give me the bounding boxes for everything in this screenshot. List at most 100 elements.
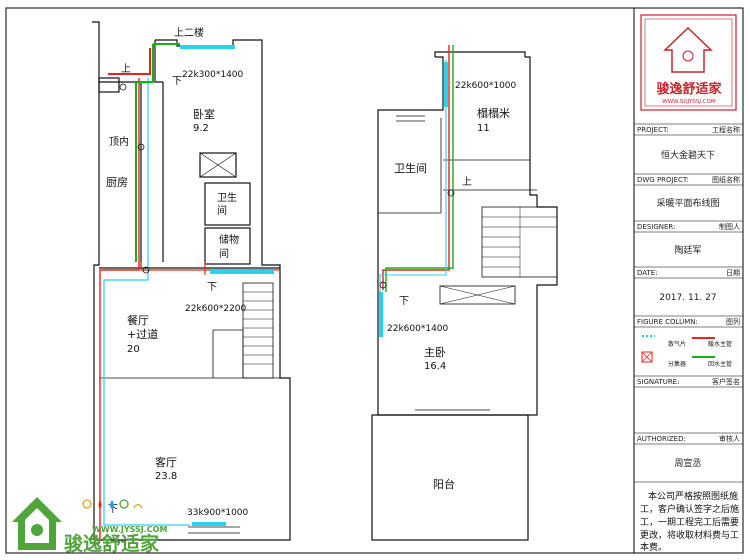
radiator-bedroom-label: 22k300*1400 [182, 70, 244, 80]
wall-pier [98, 77, 120, 93]
figure-label: FIGURE COLUMN: [637, 318, 698, 326]
room-dining-1: 餐厅 [127, 313, 149, 327]
signature-cn: 客户签名 [712, 377, 740, 386]
riser-marker [137, 143, 145, 151]
radiator-pipe [379, 60, 447, 300]
note-line-1: 本公司严格按照图纸施 [648, 490, 738, 502]
auth-cn: 审核人 [719, 434, 740, 443]
right-pipes [379, 45, 455, 300]
label-up-second-floor: 上二楼 [174, 26, 204, 39]
title-block: 骏逸舒适家 WWW.SDJYSSJ.COM PROJECT: 工程名称 恒大金碧… [633, 8, 743, 553]
date-value: 2017. 11. 27 [659, 293, 716, 303]
left-radiators [180, 45, 274, 526]
manifold-icon [641, 351, 653, 363]
room-bedroom: 卧室 [193, 107, 215, 121]
riser-marker [119, 83, 127, 91]
legend: 散气片 暖水主管 分集器 回水主管 [641, 335, 732, 368]
wall [103, 39, 291, 541]
radiator-bedroom [180, 45, 235, 49]
radiator-tatami [444, 62, 448, 107]
label-up: 上 [121, 63, 131, 75]
logo-url: WWW.SDJYSSJ.COM [662, 99, 716, 105]
right-radiators [379, 62, 448, 337]
radiator-dining-label: 22k600*2200 [185, 304, 247, 314]
company-logo: 骏逸舒适家 WWW.SDJYSSJ.COM [640, 14, 737, 111]
balcony-outline [371, 414, 529, 541]
staircase-right [481, 206, 558, 278]
bathroom-outline [204, 182, 251, 226]
storage-outline [204, 227, 251, 265]
house-icon [663, 26, 713, 73]
sun-icon [82, 499, 92, 509]
legend-radiator: 散气片 [668, 340, 686, 348]
legend-return: 回水主管 [708, 360, 732, 368]
dwg-value: 采暖平面布线图 [656, 197, 719, 209]
radiator-pipe [103, 78, 190, 526]
date-label: DATE: [637, 269, 658, 277]
radiator-dining [210, 270, 274, 274]
legend-manifold: 分集器 [668, 360, 686, 368]
signature-label: SIGNATURE: [637, 378, 679, 386]
auth-label: AUTHORIZED: [637, 435, 686, 443]
room-storage-1: 储物 [219, 233, 239, 246]
weather-icons [82, 499, 143, 509]
wall [154, 40, 163, 83]
watermark: WWW.JYSSJ.COM 骏逸舒适家 [12, 497, 167, 555]
note-line-2: 工，客户确认签字之后施 [640, 503, 739, 515]
area-bedroom: 9.2 [193, 123, 209, 134]
heart-icon [682, 50, 694, 62]
watermark-name: 骏逸舒适家 [64, 532, 160, 555]
room-tatami: 榻榻米 [477, 106, 510, 120]
closet [439, 285, 516, 305]
room-kitchen: 厨房 [106, 176, 128, 189]
drop-icon [110, 500, 114, 509]
leaf-icon [119, 499, 129, 509]
right-floor-plan [371, 51, 558, 541]
label-down-living: 下 [108, 504, 118, 515]
note-line-5: 本费。 [640, 541, 667, 553]
left-floor-plan [92, 21, 291, 541]
note-line-4: 更改，将收取材料费与工 [640, 529, 739, 541]
room-balcony: 阳台 [433, 477, 455, 491]
supply-pipe [382, 45, 450, 290]
left-labels: 上二楼 上 下 22k300*1400 卧室 9.2 顶内 厨房 卫生 间 储物… [106, 26, 249, 518]
wifi-icon [133, 503, 143, 509]
riser-marker [142, 266, 150, 274]
right-labels: 22k600*1000 榻榻米 11 卫生间 上 下 22k600*1400 主… [387, 81, 517, 491]
radiator-living-label: 33k900*1000 [187, 508, 249, 518]
project-cn: 工程名称 [712, 125, 740, 134]
room-dining-2: +过道 [127, 327, 158, 341]
radiator-living [192, 522, 226, 526]
designer-cn: 制图人 [719, 222, 740, 231]
return-pipe [135, 44, 154, 262]
radiator-tatami-label: 22k600*1000 [455, 81, 517, 91]
label-down-dining: 下 [207, 282, 217, 293]
radiator-master [379, 292, 383, 337]
note-line-3: 工，一期工程完工后需要 [640, 516, 739, 528]
auth-value: 周宣丞 [674, 457, 701, 469]
riser-marker [447, 189, 455, 197]
dwg-cn: 图纸名称 [712, 175, 740, 184]
title-block-rules [634, 123, 743, 483]
designer-value: 陶廷军 [674, 244, 701, 256]
wall [377, 56, 558, 416]
riser-marker [379, 281, 387, 289]
project-label: PROJECT: [637, 126, 669, 134]
label-up-right: 上 [462, 176, 472, 188]
designer-label: DESIGNER: [637, 223, 675, 231]
room-bathroom-2: 间 [217, 204, 227, 217]
legend-supply: 暖水主管 [708, 340, 732, 348]
label-top-wall: 顶内 [109, 135, 129, 148]
project-value: 恒大金碧天下 [661, 149, 715, 161]
supply-pipe [108, 48, 151, 75]
left-pipes [99, 43, 280, 540]
company-note: 本公司严格按照图纸施 工，客户确认签字之后施 工，一期工程完工后需要 更改，将收… [640, 490, 739, 553]
flame-icon [98, 500, 102, 509]
radiator-master-label: 22k600*1400 [387, 324, 449, 334]
date-cn: 日期 [726, 269, 740, 277]
label-down-right: 下 [399, 296, 409, 307]
supply-pipe [99, 78, 140, 540]
stair-box [199, 152, 237, 178]
label-down: 下 [172, 76, 182, 87]
